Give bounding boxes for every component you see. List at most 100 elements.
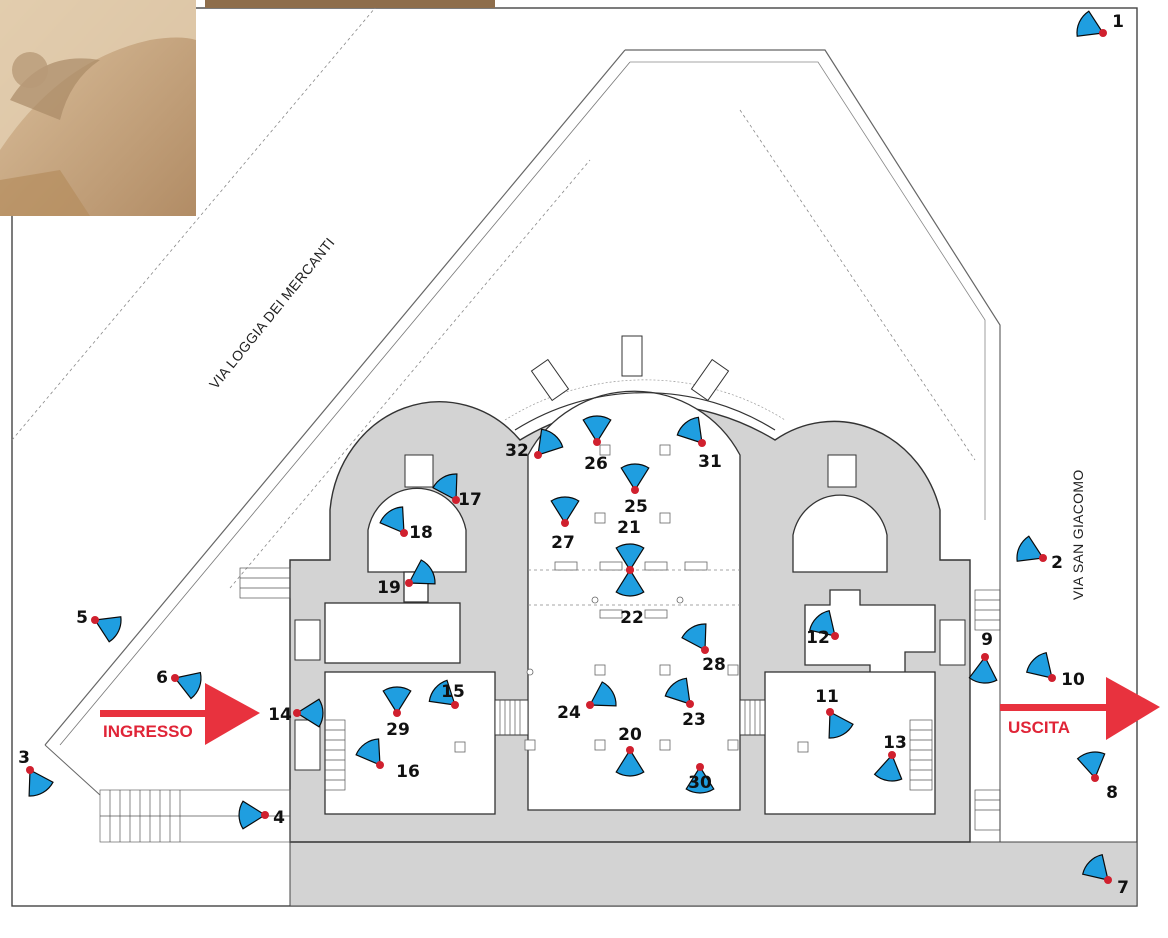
viewpoint-number: 21 bbox=[617, 518, 641, 538]
right-chapel bbox=[764, 454, 966, 815]
camera-fan-icon bbox=[615, 748, 645, 777]
camera-fan-icon bbox=[432, 473, 458, 501]
viewpoint-marker[interactable]: 19 bbox=[377, 559, 436, 598]
camera-dot-icon bbox=[626, 746, 634, 754]
camera-dot-icon bbox=[171, 674, 179, 682]
viewpoint-marker[interactable]: 13 bbox=[873, 733, 907, 782]
viewpoint-number: 14 bbox=[268, 705, 292, 725]
viewpoint-marker[interactable]: 11 bbox=[815, 687, 854, 739]
viewpoint-marker[interactable]: 18 bbox=[379, 506, 433, 543]
viewpoint-number: 25 bbox=[624, 497, 648, 517]
viewpoint-marker[interactable]: 25 bbox=[620, 463, 650, 517]
viewpoint-number: 4 bbox=[273, 808, 285, 828]
street-left-lines bbox=[11, 7, 631, 796]
camera-fan-icon bbox=[968, 655, 998, 684]
viewpoint-marker[interactable]: 27 bbox=[550, 496, 580, 553]
viewpoint-marker[interactable]: 32 bbox=[505, 428, 564, 461]
camera-fan-icon bbox=[382, 686, 412, 715]
camera-dot-icon bbox=[888, 751, 896, 759]
viewpoint-marker[interactable]: 17 bbox=[432, 473, 482, 510]
viewpoint-number: 3 bbox=[18, 748, 30, 768]
viewpoint-marker[interactable]: 12 bbox=[806, 609, 839, 648]
camera-fan-icon bbox=[620, 463, 650, 492]
camera-fan-icon bbox=[676, 416, 703, 444]
viewpoint-number: 2 bbox=[1051, 553, 1063, 573]
entrance-arrow: INGRESSO bbox=[100, 683, 260, 745]
camera-dot-icon bbox=[826, 708, 834, 716]
viewpoint-number: 17 bbox=[458, 490, 482, 510]
viewpoint-marker[interactable]: 9 bbox=[968, 630, 998, 684]
camera-fan-icon bbox=[873, 753, 903, 782]
camera-fan-icon bbox=[355, 738, 381, 766]
exit-arrow: USCITA bbox=[1000, 677, 1160, 740]
camera-fan-icon bbox=[681, 623, 707, 651]
viewpoint-marker[interactable]: 26 bbox=[582, 415, 612, 474]
camera-fan-icon bbox=[537, 428, 564, 456]
camera-fan-icon bbox=[379, 506, 405, 534]
viewpoint-marker[interactable]: 8 bbox=[1076, 751, 1118, 803]
camera-dot-icon bbox=[376, 761, 384, 769]
viewpoint-number: 13 bbox=[883, 733, 907, 753]
camera-dot-icon bbox=[1099, 29, 1107, 37]
camera-dot-icon bbox=[1039, 554, 1047, 562]
viewpoint-marker[interactable]: 2 bbox=[1016, 535, 1063, 573]
viewpoint-marker[interactable]: 24 bbox=[557, 681, 617, 723]
camera-fan-icon bbox=[93, 616, 122, 643]
viewpoint-number: 27 bbox=[551, 533, 575, 553]
camera-dot-icon bbox=[400, 529, 408, 537]
viewpoint-number: 16 bbox=[396, 762, 420, 782]
camera-dot-icon bbox=[393, 709, 401, 717]
camera-dot-icon bbox=[981, 653, 989, 661]
viewpoint-marker[interactable]: 5 bbox=[76, 608, 122, 643]
viewpoint-number: 31 bbox=[698, 452, 722, 472]
viewpoint-marker[interactable]: 3 bbox=[18, 748, 54, 797]
camera-fan-icon bbox=[428, 679, 456, 706]
camera-dot-icon bbox=[696, 763, 704, 771]
camera-fan-icon bbox=[582, 415, 612, 444]
viewpoint-marker[interactable]: 4 bbox=[238, 800, 285, 830]
camera-fan-icon bbox=[295, 698, 324, 728]
viewpoint-marker[interactable]: 16 bbox=[355, 738, 420, 782]
camera-fan-icon bbox=[615, 543, 645, 572]
viewpoint-marker[interactable]: 10 bbox=[1025, 651, 1085, 690]
viewpoint-marker[interactable]: 6 bbox=[156, 668, 202, 700]
camera-dot-icon bbox=[831, 632, 839, 640]
viewpoint-marker[interactable]: 14 bbox=[268, 698, 324, 728]
viewpoint-marker[interactable]: 7 bbox=[1081, 853, 1129, 898]
photo-thumbnail bbox=[0, 0, 495, 216]
viewpoint-marker[interactable]: 1 bbox=[1076, 10, 1124, 37]
viewpoint-marker[interactable]: 22 bbox=[615, 566, 645, 628]
viewpoint-marker[interactable]: 29 bbox=[382, 686, 412, 740]
viewpoint-number: 22 bbox=[620, 608, 644, 628]
viewpoint-marker[interactable]: 23 bbox=[664, 677, 706, 730]
direction-arrows: INGRESSO USCITA bbox=[100, 677, 1160, 745]
viewpoint-marker[interactable]: 30 bbox=[685, 763, 715, 794]
camera-fan-icon bbox=[1025, 651, 1053, 679]
viewpoint-number: 28 bbox=[702, 655, 726, 675]
viewpoint-marker[interactable]: 15 bbox=[428, 679, 465, 709]
viewpoint-marker[interactable]: 20 bbox=[615, 725, 645, 777]
connecting-passages bbox=[494, 699, 766, 736]
camera-dot-icon bbox=[534, 451, 542, 459]
viewpoint-marker[interactable]: 28 bbox=[681, 623, 726, 675]
camera-dot-icon bbox=[26, 766, 34, 774]
viewpoint-marker[interactable]: 31 bbox=[676, 416, 722, 472]
camera-dot-icon bbox=[405, 579, 413, 587]
viewpoint-number: 15 bbox=[441, 682, 465, 702]
camera-fan-icon bbox=[1076, 751, 1106, 780]
viewpoint-number: 29 bbox=[386, 720, 410, 740]
viewpoint-number: 6 bbox=[156, 668, 168, 688]
camera-dot-icon bbox=[91, 616, 99, 624]
viewpoint-number: 1 bbox=[1112, 12, 1124, 32]
viewpoint-number: 23 bbox=[682, 710, 706, 730]
camera-fan-icon bbox=[828, 711, 854, 739]
viewpoint-number: 18 bbox=[409, 523, 433, 543]
viewpoint-number: 8 bbox=[1106, 783, 1118, 803]
left-chapel bbox=[294, 454, 496, 815]
camera-fan-icon bbox=[1081, 853, 1109, 881]
camera-fan-icon bbox=[589, 681, 617, 707]
camera-fan-icon bbox=[685, 765, 715, 794]
camera-dot-icon bbox=[701, 646, 709, 654]
camera-dot-icon bbox=[686, 700, 694, 708]
